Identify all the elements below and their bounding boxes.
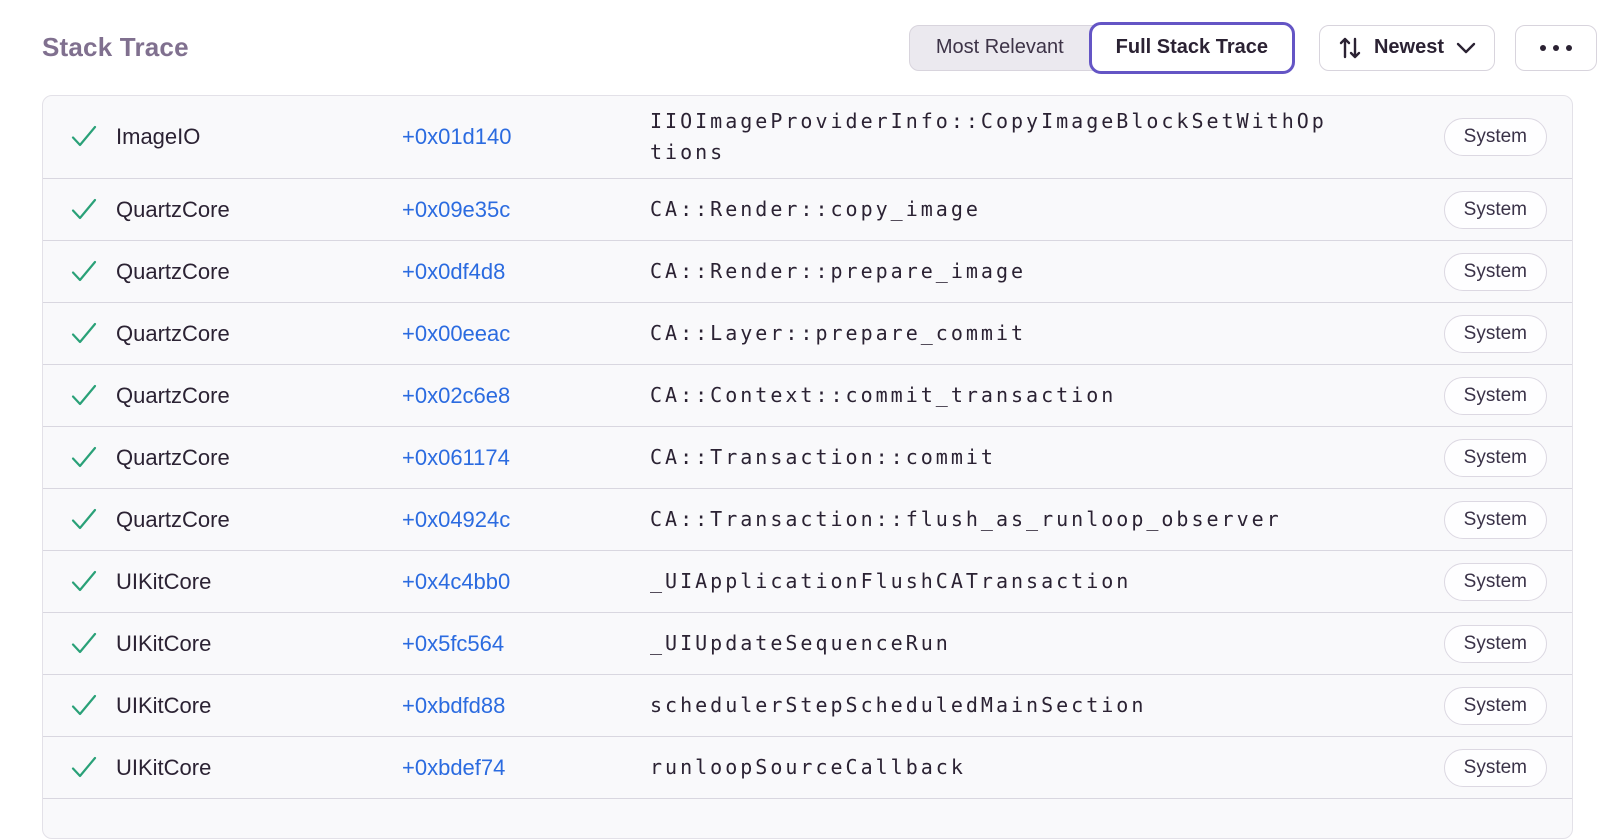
frame-module-name: QuartzCore [116,382,230,408]
stack-trace-table: ImageIO +0x01d140 IIOImageProviderInfo::… [42,95,1573,839]
frame-system-badge: System [1443,500,1547,539]
stack-frame-row[interactable]: UIKitCore +0xbdfd88 schedulerStepSchedul… [43,674,1572,736]
stack-frame-row[interactable]: UIKitCore +0x4c4bb0 _UIApplicationFlushC… [43,550,1572,612]
frame-function-name: CA::Transaction::flush_as_runloop_observ… [650,507,1282,531]
frame-module-name: QuartzCore [116,196,230,222]
stack-frame-row-partial[interactable] [43,798,1572,838]
frame-system-badge: System [1443,686,1547,725]
frame-system-badge: System [1443,118,1547,156]
more-options-button[interactable] [1515,24,1597,71]
stack-frame-row[interactable]: QuartzCore +0x061174 CA::Transaction::co… [43,426,1572,488]
frame-module-name: UIKitCore [116,630,212,656]
stack-frame-row[interactable]: UIKitCore +0x5fc564 _UIUpdateSequenceRun… [43,612,1572,674]
frame-address-link[interactable]: +0xbdfd88 [402,692,506,718]
check-icon [71,632,97,656]
frame-function-name: schedulerStepScheduledMainSection [650,693,1147,717]
frame-function-name: _UIUpdateSequenceRun [650,631,951,655]
frame-function-name: IIOImageProviderInfo::CopyImageBlockSetW… [650,109,1327,164]
check-icon [71,446,97,470]
frame-module-name: UIKitCore [116,692,212,718]
check-icon [71,756,97,780]
sort-label: Newest [1373,36,1444,58]
frame-function-name: CA::Render::copy_image [650,197,981,221]
page-title: Stack Trace [42,32,189,62]
frame-function-name: CA::Context::commit_transaction [650,383,1117,407]
frame-address-link[interactable]: +0x09e35c [402,196,511,222]
view-toggle: Most Relevant Full Stack Trace [908,21,1295,74]
stack-frame-row[interactable]: QuartzCore +0x09e35c CA::Render::copy_im… [43,178,1572,240]
most-relevant-button[interactable]: Most Relevant [908,24,1105,71]
check-icon [71,322,97,346]
frame-system-badge: System [1443,748,1547,787]
frame-address-link[interactable]: +0x061174 [402,444,510,470]
frame-system-badge: System [1443,314,1547,353]
frame-module-name: UIKitCore [116,754,212,780]
stack-frame-row[interactable]: QuartzCore +0x04924c CA::Transaction::fl… [43,488,1572,550]
frame-module-name: UIKitCore [116,568,212,594]
check-icon [71,508,97,532]
frame-function-name: CA::Transaction::commit [650,445,996,469]
frame-address-link[interactable]: +0x04924c [402,506,511,532]
frame-address-link[interactable]: +0x01d140 [402,124,512,149]
stack-frame-row[interactable]: QuartzCore +0x02c6e8 CA::Context::commit… [43,364,1572,426]
frame-system-badge: System [1443,376,1547,415]
frame-address-link[interactable]: +0xbdef74 [402,754,506,780]
frame-function-name: runloopSourceCallback [650,755,966,779]
frame-system-badge: System [1443,624,1547,663]
frame-module-name: QuartzCore [116,320,230,346]
stack-frame-row[interactable]: UIKitCore +0xbdef74 runloopSourceCallbac… [43,736,1572,798]
frame-module-name: QuartzCore [116,258,230,284]
header-controls: Most Relevant Full Stack Trace Newest [908,21,1597,74]
frame-system-badge: System [1443,190,1547,229]
frame-address-link[interactable]: +0x4c4bb0 [402,568,511,594]
frame-module-name: QuartzCore [116,506,230,532]
stack-frame-row[interactable]: QuartzCore +0x00eeac CA::Layer::prepare_… [43,302,1572,364]
frame-address-link[interactable]: +0x02c6e8 [402,382,511,408]
check-icon [71,570,97,594]
sort-arrows-icon [1338,35,1362,61]
frame-module-name: ImageIO [116,124,201,149]
check-icon [71,384,97,408]
frame-function-name: CA::Layer::prepare_commit [650,321,1027,345]
stack-frame-row[interactable]: ImageIO +0x01d140 IIOImageProviderInfo::… [43,96,1572,178]
frame-system-badge: System [1443,252,1547,291]
stack-frame-row[interactable]: QuartzCore +0x0df4d8 CA::Render::prepare… [43,240,1572,302]
frame-system-badge: System [1443,438,1547,477]
check-icon [71,125,97,149]
full-stack-trace-button[interactable]: Full Stack Trace [1088,21,1295,74]
check-icon [71,198,97,222]
check-icon [71,694,97,718]
frame-address-link[interactable]: +0x5fc564 [402,630,505,656]
stack-trace-header: Stack Trace Most Relevant Full Stack Tra… [0,0,1614,95]
ellipsis-icon [1539,44,1573,52]
sort-newest-button[interactable]: Newest [1318,24,1495,71]
check-icon [71,260,97,284]
chevron-down-icon [1456,41,1476,55]
frame-address-link[interactable]: +0x00eeac [402,320,511,346]
frame-address-link[interactable]: +0x0df4d8 [402,258,506,284]
frame-function-name: _UIApplicationFlushCATransaction [650,569,1132,593]
frame-system-badge: System [1443,562,1547,601]
frame-function-name: CA::Render::prepare_image [650,259,1027,283]
frame-module-name: QuartzCore [116,444,230,470]
